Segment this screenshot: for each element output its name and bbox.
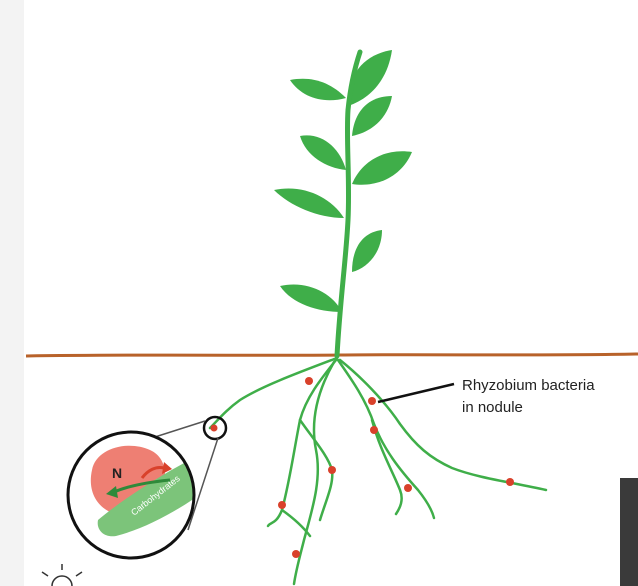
leaf	[280, 284, 342, 312]
annotation-pointer-line	[377, 382, 455, 404]
carbohydrate-band	[97, 462, 193, 537]
sun-icon	[41, 564, 83, 586]
nodule	[404, 484, 412, 492]
leaf	[352, 96, 392, 136]
nitrogen-label: N	[112, 465, 122, 481]
annotation-label-line2: in nodule	[462, 399, 523, 416]
leaf	[274, 188, 344, 218]
root	[338, 358, 548, 492]
root	[266, 358, 338, 528]
nodule-inset: N Carbohydrates	[66, 430, 196, 560]
nodule	[278, 501, 286, 509]
leaf	[347, 50, 392, 106]
nodule	[370, 426, 378, 434]
root	[370, 418, 403, 516]
root	[298, 418, 334, 522]
nitrogen-arrow	[140, 466, 165, 479]
nodule	[292, 550, 300, 558]
page-margin-strip	[0, 0, 24, 586]
nitrogen-arrow-head	[162, 462, 172, 474]
leaf	[352, 230, 382, 272]
magnifier-connector-bottom	[187, 437, 219, 531]
root	[280, 508, 312, 538]
root	[336, 358, 436, 520]
plant-leaves	[274, 50, 412, 312]
photo-corner-fragment	[620, 478, 638, 586]
magnified-nodule-marker	[202, 415, 228, 441]
root	[292, 360, 336, 586]
nodule	[506, 478, 514, 486]
soil-surface-line	[25, 352, 638, 358]
leaf	[290, 78, 346, 101]
carbohydrate-arrow-head	[106, 486, 118, 498]
nodule	[210, 424, 218, 432]
nodule	[305, 377, 313, 385]
leaf	[300, 135, 346, 170]
carbohydrate-arrow	[113, 478, 171, 494]
plant-stem	[334, 49, 363, 359]
leaf	[352, 151, 412, 185]
nodule	[368, 397, 376, 405]
root	[208, 356, 339, 430]
annotation-label-line1: Rhyzobium bacteria	[462, 377, 595, 394]
inset-border	[66, 430, 196, 560]
root-nodules	[278, 377, 514, 558]
nodule	[328, 466, 336, 474]
